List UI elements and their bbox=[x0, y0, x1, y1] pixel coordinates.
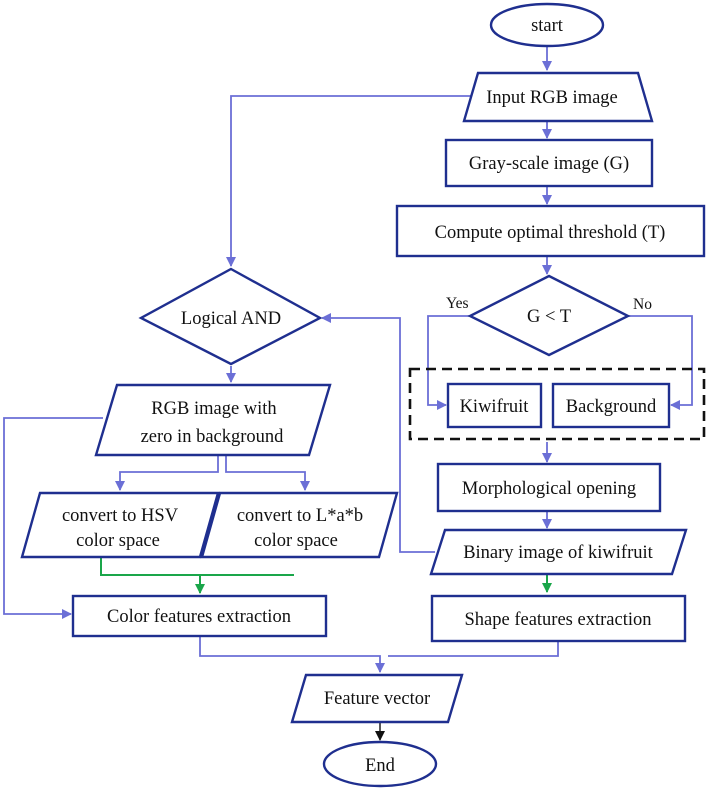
edge-hsv-lab-merge bbox=[100, 557, 294, 576]
no-label: No bbox=[633, 296, 652, 313]
edge-rgb-zero-to-lab bbox=[225, 455, 310, 491]
morph-node: Morphological opening bbox=[436, 462, 662, 513]
lab-label-line2: color space bbox=[254, 531, 338, 551]
threshold-label: Compute optimal threshold (T) bbox=[435, 223, 666, 243]
end-label: End bbox=[365, 756, 396, 776]
kiwifruit-label: Kiwifruit bbox=[460, 397, 530, 417]
edge-binary-to-logical-and bbox=[321, 313, 435, 553]
end-terminal: End bbox=[322, 740, 438, 788]
color-features-node: Color features extraction bbox=[71, 594, 328, 638]
hsv-node: convert to HSV color space bbox=[20, 491, 220, 559]
shape-features-label: Shape features extraction bbox=[465, 610, 652, 630]
feature-vector-node: Feature vector bbox=[290, 673, 464, 724]
decision-label: G < T bbox=[527, 307, 571, 327]
edge-no-to-background bbox=[628, 315, 693, 410]
logical-and-node: Logical AND bbox=[138, 267, 323, 366]
logical-and-label: Logical AND bbox=[181, 309, 281, 329]
edge-shape-features-to-vector bbox=[388, 641, 559, 657]
segmentation-group bbox=[408, 367, 706, 441]
feature-vector-label: Feature vector bbox=[324, 689, 430, 709]
lab-node: convert to L*a*b color space bbox=[200, 491, 399, 559]
shape-features-node: Shape features extraction bbox=[430, 594, 687, 643]
lab-label-line1: convert to L*a*b bbox=[237, 506, 363, 526]
decision-node: G < T bbox=[467, 274, 631, 357]
grayscale-label: Gray-scale image (G) bbox=[469, 154, 629, 174]
kiwifruit-node: Kiwifruit bbox=[446, 382, 543, 429]
start-label: start bbox=[531, 16, 564, 36]
input-rgb-node: Input RGB image bbox=[462, 71, 654, 123]
rgb-zero-node: RGB image with zero in background bbox=[94, 383, 332, 457]
start-terminal: start bbox=[489, 2, 605, 48]
morph-label: Morphological opening bbox=[462, 479, 636, 499]
background-label: Background bbox=[566, 397, 657, 417]
background-node: Background bbox=[551, 382, 671, 429]
yes-label: Yes bbox=[446, 295, 469, 312]
input-rgb-label: Input RGB image bbox=[486, 88, 618, 108]
connectors bbox=[3, 47, 693, 741]
rgb-zero-label-line2: zero in background bbox=[141, 427, 285, 447]
edge-input-to-logical-and bbox=[226, 95, 478, 267]
edge-rgb-zero-to-color-features bbox=[3, 417, 103, 619]
hsv-label-line2: color space bbox=[76, 531, 160, 551]
rgb-zero-label-line1: RGB image with bbox=[151, 399, 276, 419]
binary-node: Binary image of kiwifruit bbox=[429, 528, 688, 576]
binary-label: Binary image of kiwifruit bbox=[463, 543, 653, 563]
edge-rgb-zero-to-hsv bbox=[115, 455, 219, 491]
edge-color-features-to-vector bbox=[199, 636, 385, 673]
threshold-node: Compute optimal threshold (T) bbox=[395, 204, 706, 258]
color-features-label: Color features extraction bbox=[107, 607, 291, 627]
edge-yes-to-kiwifruit bbox=[427, 315, 470, 410]
hsv-label-line1: convert to HSV bbox=[62, 506, 179, 526]
grayscale-node: Gray-scale image (G) bbox=[444, 138, 654, 188]
